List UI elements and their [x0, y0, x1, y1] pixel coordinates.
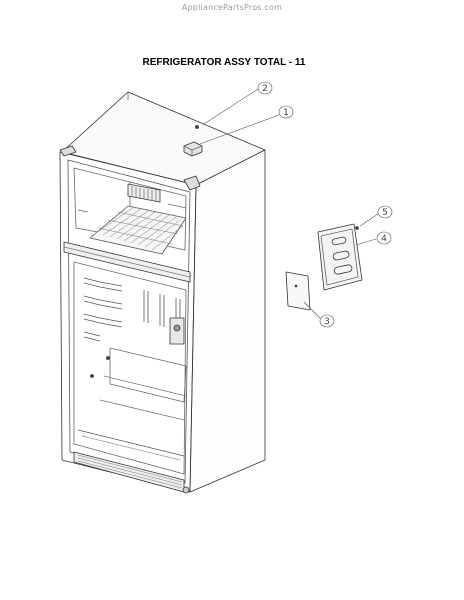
callout-5-label: 5 — [382, 208, 388, 218]
callout-3-label: 3 — [324, 317, 330, 327]
diagram-title: REFRIGERATOR ASSY TOTAL - 11 — [142, 57, 306, 68]
part-1-top-component — [183, 141, 203, 157]
callout-2: 2 — [257, 81, 273, 95]
callout-1-label: 1 — [283, 108, 289, 118]
part-2-top-screw — [195, 125, 199, 129]
part-3-panel — [285, 271, 311, 311]
mullion-divider — [63, 241, 191, 283]
freezer-compartment — [73, 167, 187, 255]
site-watermark: AppliancePartsPros.com — [181, 3, 283, 12]
refrigerator-cabinet — [59, 91, 266, 493]
callout-3: 3 — [319, 314, 335, 328]
leader-lines — [199, 88, 379, 319]
callout-1: 1 — [278, 105, 294, 119]
callout-2-label: 2 — [262, 84, 268, 94]
fresh-food-compartment — [73, 261, 187, 475]
part-5-screw — [355, 226, 359, 230]
callout-5: 5 — [377, 205, 393, 219]
callout-4: 4 — [376, 231, 392, 245]
part-4-cover-plate — [317, 223, 363, 291]
callout-4-label: 4 — [381, 234, 387, 244]
base-grille — [73, 451, 190, 494]
